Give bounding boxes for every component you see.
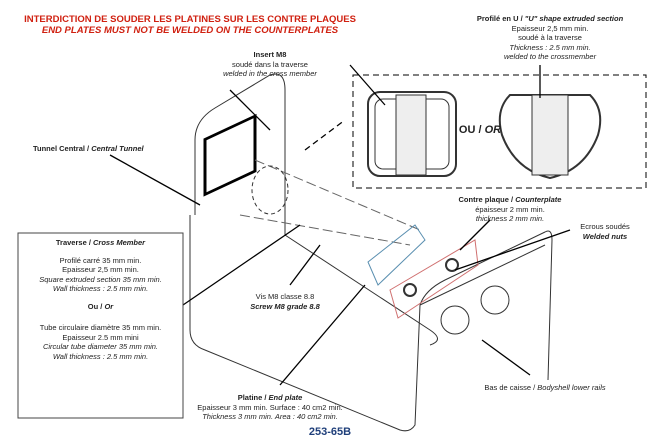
floor-outline	[189, 215, 553, 432]
screw-fr: Vis M8 classe 8.8	[255, 292, 315, 301]
counterplate-en: thickness 2 mm min.	[475, 214, 545, 223]
end-plate-fr: Epaisseur 3 mm min. Surface : 40 cm2 min…	[197, 402, 343, 412]
cross-member-line: Circular tube diameter 35 mm min.	[42, 342, 159, 351]
u-profile-line: Epaisseur 2,5 mm min.	[511, 23, 589, 33]
counterplate-label: Contre plaque / Counterplate épaisseur 2…	[440, 195, 580, 224]
or-fr: OU /	[458, 124, 482, 136]
lower-rails-en: Bodyshell lower rails	[537, 383, 606, 392]
insert-label: Insert M8 soudé dans la traverse welded …	[200, 50, 340, 79]
tunnel-outline	[194, 73, 438, 346]
u-profile-line: Thickness : 2.5 mm min.	[509, 42, 591, 52]
tunnel-pad	[203, 113, 257, 197]
insert-heading: Insert M8	[253, 50, 287, 59]
counterplate-heading-en: Counterplate	[515, 195, 562, 204]
screw-en: Screw M8 grade 8.8	[250, 301, 320, 311]
cross-member-or-en: Or	[104, 301, 114, 311]
counterplate-fr: épaisseur 2 mm min.	[475, 204, 545, 214]
title-fr: INTERDICTION DE SOUDER LES PLATINES SUR …	[24, 14, 356, 25]
cross-member-or-fr: Ou /	[87, 301, 103, 311]
u-profile-label: Profilé en U / "U" shape extruded sectio…	[450, 14, 650, 62]
lower-rails-label: Bas de caisse / Bodyshell lower rails	[460, 383, 630, 393]
end-plate	[367, 224, 426, 286]
cross-member-heading-fr: Traverse /	[55, 238, 91, 247]
tunnel-fr: Tunnel Central /	[33, 144, 90, 153]
screw-label: Vis M8 classe 8.8 Screw M8 grade 8.8	[230, 292, 340, 311]
title-en: END PLATES MUST NOT BE WELDED ON THE COU…	[41, 25, 339, 36]
insert-fr: soudé dans la traverse	[232, 59, 308, 69]
cross-member-box: Traverse / Cross Member Profilé carré 35…	[18, 238, 183, 361]
insert-en: welded in the cross member	[223, 69, 317, 78]
nuts-en: Welded nuts	[582, 231, 628, 241]
tunnel-en: Central Tunnel	[91, 144, 144, 153]
cross-member-line: Wall thickness : 2.5 mm min.	[52, 284, 149, 293]
warning-title: INTERDICTION DE SOUDER LES PLATINES SUR …	[10, 14, 370, 36]
u-profile-line: welded to the crossmember	[503, 52, 597, 61]
cross-member-line: Square extruded section 35 mm min.	[39, 274, 162, 284]
u-profile-line: soudé à la traverse	[518, 33, 582, 42]
cross-member-heading-en: Cross Member	[93, 238, 146, 247]
or-en: OR	[484, 124, 502, 136]
tunnel-label: Tunnel Central / Central Tunnel	[33, 144, 144, 154]
u-profile-heading-fr: Profilé en U /	[476, 14, 523, 23]
detail-box	[352, 74, 647, 189]
cross-member-line: Profilé carré 35 mm min.	[59, 255, 142, 265]
nuts-label: Ecrous soudés Welded nuts	[560, 222, 650, 241]
lower-rails-fr: Bas de caisse /	[484, 383, 536, 392]
or-label: OU / OR	[455, 124, 505, 137]
counterplate	[389, 239, 479, 319]
cross-member-line: Epaisseur 2,5 mm min.	[62, 265, 139, 274]
cross-member-line: Epaisseur 2.5 mm mini	[62, 332, 139, 342]
reference-code: 253-65B	[308, 426, 352, 438]
counterplate-heading-fr: Contre plaque /	[458, 195, 514, 204]
end-plate-heading-en: End plate	[268, 393, 303, 402]
u-profile-heading-en: "U" shape extruded section	[524, 14, 624, 23]
cross-member-line: Wall thickness : 2.5 mm min.	[52, 351, 149, 361]
nuts-fr: Ecrous soudés	[580, 222, 630, 231]
cross-member-line: Tube circulaire diamètre 35 mm min.	[39, 323, 162, 332]
end-plate-heading-fr: Platine /	[237, 393, 267, 402]
end-plate-en: Thickness 3 mm min. Area : 40 cm2 min.	[202, 412, 338, 421]
end-plate-label: Platine / End plate Epaisseur 3 mm min. …	[170, 393, 370, 422]
